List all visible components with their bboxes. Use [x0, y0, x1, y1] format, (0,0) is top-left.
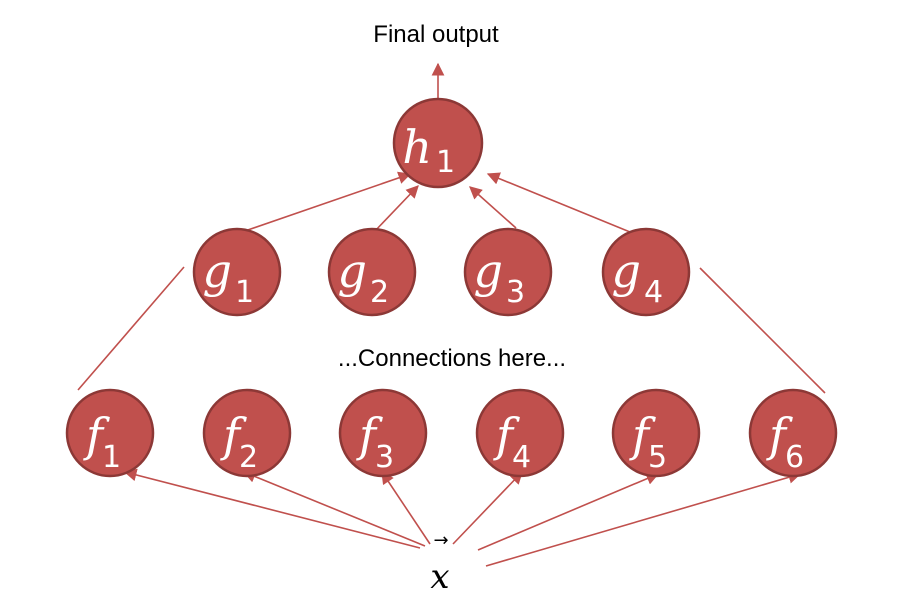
- edge-g1-h1: [241, 171, 412, 233]
- node-f3-circle: [338, 388, 428, 478]
- node-f4-subscript: 4: [512, 440, 531, 475]
- final-output-label: Final output: [373, 21, 499, 48]
- node-g2: g 2: [327, 227, 417, 317]
- node-f3: f 3: [338, 388, 428, 478]
- node-g1: g 1: [192, 227, 282, 317]
- node-g2-circle: [327, 227, 417, 317]
- node-h1: h 1: [392, 97, 484, 189]
- node-h1-circle: [392, 97, 484, 189]
- edge-f6-g4: [699, 267, 826, 394]
- edge-g2-h1: [373, 185, 419, 233]
- node-g3-subscript: 3: [506, 275, 525, 310]
- node-f2-subscript: 2: [239, 440, 258, 475]
- node-f1-circle: [65, 388, 155, 478]
- node-f5-circle: [611, 388, 701, 478]
- node-h1-letter: h: [402, 120, 432, 174]
- edge-x-f2: [242, 470, 426, 547]
- node-f3-subscript: 3: [375, 440, 394, 475]
- edge-f1-g1: [77, 266, 185, 391]
- node-h1-subscript: 1: [436, 145, 455, 180]
- edge-x-f1: [123, 468, 421, 549]
- node-g3-circle: [463, 227, 553, 317]
- node-g4-subscript: 4: [644, 275, 663, 310]
- node-g4: g 4: [601, 227, 691, 317]
- node-g4-circle: [601, 227, 691, 317]
- input-x-label: x: [430, 557, 449, 597]
- node-f4: f 4: [475, 388, 565, 478]
- node-g1-circle: [192, 227, 282, 317]
- node-g2-letter: g: [338, 244, 367, 298]
- edge-x-f6: [485, 471, 802, 567]
- node-g1-letter: g: [203, 244, 232, 298]
- node-f2: f 2: [202, 388, 292, 478]
- node-g3-letter: g: [474, 244, 503, 298]
- edge-x-f5: [477, 472, 660, 551]
- node-f5-subscript: 5: [648, 440, 667, 475]
- node-f1: f 1: [65, 388, 155, 478]
- node-g3: g 3: [463, 227, 553, 317]
- node-f6-circle: [748, 388, 838, 478]
- node-f6-subscript: 6: [785, 440, 804, 475]
- node-f5: f 5: [611, 388, 701, 478]
- node-f2-circle: [202, 388, 292, 478]
- edge-x-f4: [452, 471, 523, 545]
- input-vector: → x: [430, 530, 449, 597]
- edges: [77, 62, 826, 567]
- connections-note: ...Connections here...: [338, 345, 566, 372]
- node-g2-subscript: 2: [370, 275, 389, 310]
- edge-x-f3: [381, 470, 431, 545]
- node-f6: f 6: [748, 388, 838, 478]
- node-g1-subscript: 1: [235, 275, 254, 310]
- node-g4-letter: g: [612, 244, 641, 298]
- node-f4-circle: [475, 388, 565, 478]
- node-f1-subscript: 1: [102, 440, 121, 475]
- vector-arrow-icon: →: [433, 530, 448, 551]
- edge-g3-h1: [469, 186, 517, 229]
- edge-g4-h1: [486, 172, 631, 233]
